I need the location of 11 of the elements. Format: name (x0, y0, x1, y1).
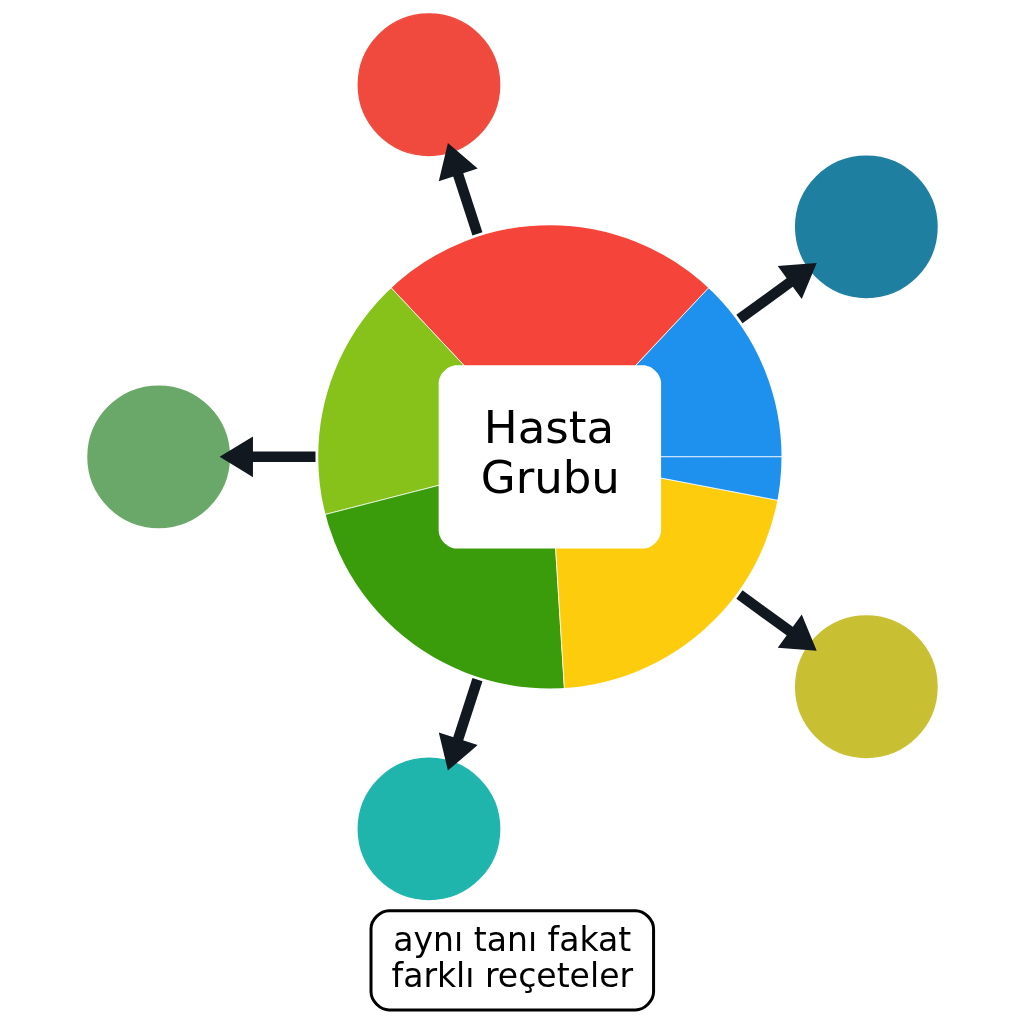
node-circle (357, 13, 500, 157)
node-circle (794, 155, 938, 299)
node-circle (357, 757, 500, 901)
node-circle (794, 615, 938, 759)
arrow (735, 590, 817, 651)
node-circle (86, 385, 230, 529)
arrow (219, 436, 315, 478)
node-box: aynı tanı fakat farklı reçeteler (369, 909, 655, 1012)
arrow (438, 143, 482, 236)
arrow (735, 262, 817, 324)
arrow (438, 678, 482, 771)
